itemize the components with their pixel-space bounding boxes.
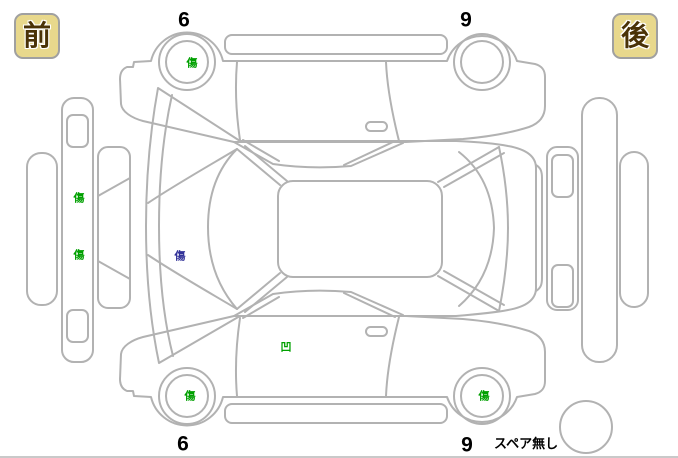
rear-views [546, 97, 649, 363]
plan-hood-crease-bottom [147, 254, 238, 310]
rear-badge: 後 [612, 13, 658, 59]
front-badge: 前 [14, 13, 60, 59]
front-bumper-view [26, 152, 58, 306]
spare-tire-label: スペア無し [494, 436, 559, 451]
plan-windshield-arc [207, 148, 238, 310]
taillight-right-icon [551, 264, 574, 308]
scratch-mark-bottom-front-wheel: 傷 [184, 390, 196, 403]
front-panel-view [61, 97, 94, 363]
rear-light-panel-view [546, 146, 579, 311]
headlight-left-icon [66, 114, 89, 148]
car-plan-view [145, 87, 543, 364]
rocker-panel-strip [224, 403, 448, 424]
plan-rear-glass-arc [458, 151, 495, 307]
headlight-right-icon [66, 309, 89, 343]
scratch-mark-front-panel-upper: 傷 [73, 192, 85, 205]
plan-hood-crease-top [147, 148, 238, 204]
front-wheel [158, 367, 216, 425]
windshield-pillar-lines [97, 177, 131, 280]
wheel-number-bottom-front: 6 [177, 432, 189, 456]
spare-tire-circle [559, 400, 613, 454]
plan-rear-bumper-edge [535, 164, 543, 292]
a-pillar-line [242, 296, 280, 319]
plan-roof [277, 180, 443, 278]
side-body-outline [119, 315, 546, 427]
door-handle-icon [365, 326, 388, 337]
windshield-view [97, 146, 131, 309]
rear-bumper-view [619, 151, 649, 308]
plan-a-pillar-top [236, 145, 288, 186]
scratch-mark-bottom-rear-wheel: 傷 [478, 390, 490, 403]
scratch-mark-hood: 傷 [174, 250, 186, 263]
wheel-number-bottom-rear: 9 [461, 433, 473, 457]
front-wheel-rim [165, 374, 209, 418]
plan-trunk-edge [498, 146, 509, 312]
plan-c-pillar-bottom [437, 270, 505, 312]
wheel-number-top-front: 6 [178, 8, 190, 32]
wheel-number-top-rear: 9 [460, 8, 472, 32]
rear-door-edge [385, 316, 400, 397]
rear-body-view [581, 97, 618, 363]
front-door-edge [235, 317, 241, 397]
car-side-view-bottom [119, 289, 546, 427]
plan-a-pillar-bottom [236, 272, 288, 313]
scratch-mark-front-panel-lower: 傷 [73, 249, 85, 262]
plan-body-outline [145, 87, 537, 364]
car-side-view-top [119, 31, 546, 169]
rear-wheel-rim [460, 374, 504, 418]
dent-mark-door: 凹 [280, 341, 292, 354]
taillight-left-icon [551, 154, 574, 198]
plan-front-bumper-line [158, 94, 174, 357]
front-views [26, 97, 131, 363]
rear-wheel [453, 367, 511, 425]
scratch-mark-top-front-wheel: 傷 [186, 57, 198, 70]
plan-c-pillar-top [437, 146, 505, 188]
side-greenhouse-outline [233, 289, 404, 317]
c-pillar-line [343, 292, 396, 318]
